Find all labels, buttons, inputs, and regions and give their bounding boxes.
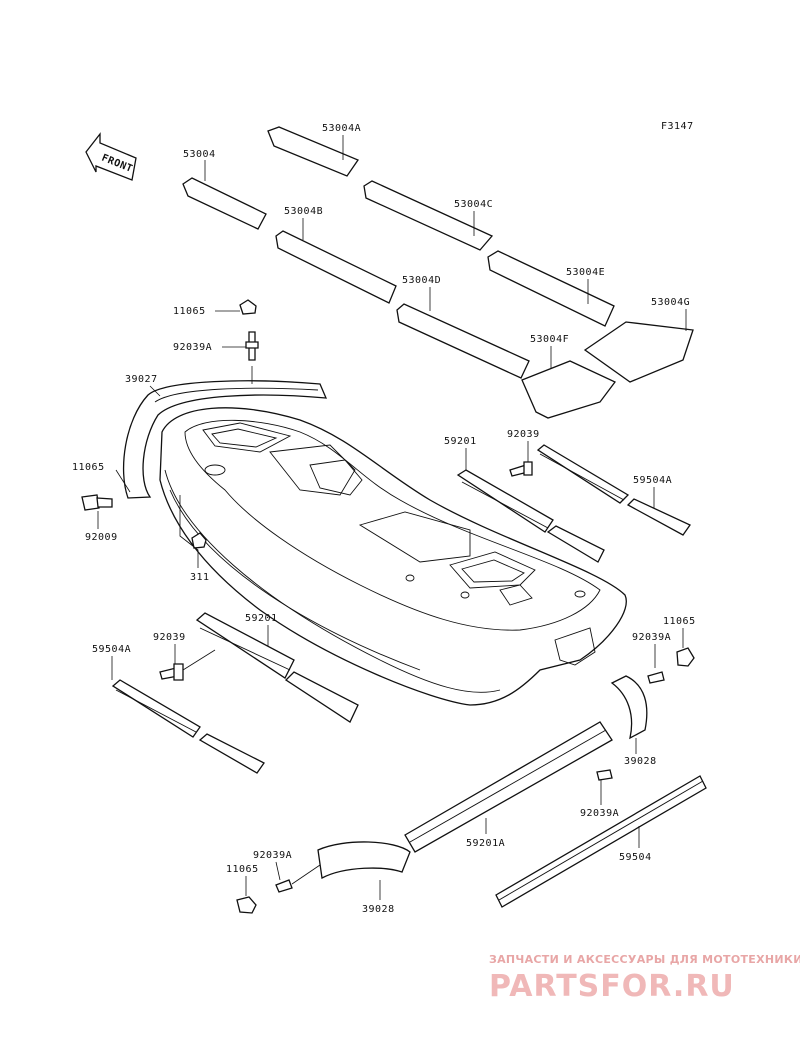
cap-nut-11065-bottom bbox=[236, 896, 257, 914]
bumper-39027 bbox=[122, 380, 328, 499]
label-11065-top: 11065 bbox=[173, 306, 206, 317]
label-92039a-right: 92039A bbox=[632, 632, 671, 643]
label-92039a-top: 92039A bbox=[173, 342, 212, 353]
rail-59201-right-bottom bbox=[546, 525, 605, 563]
bumper-39028-right bbox=[610, 675, 648, 740]
label-53004a: 53004A bbox=[322, 123, 361, 134]
rail-59201a bbox=[404, 721, 613, 853]
mat-53004 bbox=[182, 177, 267, 230]
bolt-92039a-top bbox=[245, 331, 259, 361]
label-59201-left: 59201 bbox=[245, 613, 278, 624]
label-59504: 59504 bbox=[619, 852, 652, 863]
mat-53004c bbox=[363, 180, 494, 251]
bolt-92039a-right bbox=[647, 671, 665, 684]
strip-59504a-left-bottom bbox=[198, 733, 265, 774]
front-arrow-icon: FRONT bbox=[85, 132, 137, 181]
label-92039a-mid: 92039A bbox=[580, 808, 619, 819]
label-53004b: 53004B bbox=[284, 206, 323, 217]
label-39028-bottom: 39028 bbox=[362, 904, 395, 915]
label-53004f: 53004F bbox=[530, 334, 569, 345]
label-11065-right: 11065 bbox=[663, 616, 696, 627]
rail-59201-left-rear bbox=[284, 671, 359, 723]
label-53004: 53004 bbox=[183, 149, 216, 160]
watermark-tagline: ЗАПЧАСТИ И АКСЕССУАРЫ ДЛЯ МОТОТЕХНИКИ bbox=[489, 953, 800, 966]
watermark-brand: PARTSFOR.RU bbox=[489, 969, 735, 1004]
bolt-92039-right bbox=[509, 461, 533, 477]
label-11065-bottom: 11065 bbox=[226, 864, 259, 875]
bolt-92039a-bottom bbox=[275, 879, 293, 893]
label-59201-right: 59201 bbox=[444, 436, 477, 447]
label-92039-right: 92039 bbox=[507, 429, 540, 440]
mat-53004e bbox=[487, 250, 615, 327]
bolt-92039a-mid bbox=[596, 769, 613, 781]
mat-53004g bbox=[583, 321, 694, 383]
label-311: 311 bbox=[190, 572, 210, 583]
label-92039a-bottom: 92039A bbox=[253, 850, 292, 861]
label-59504a-left: 59504A bbox=[92, 644, 131, 655]
rail-59201-left bbox=[195, 612, 295, 679]
cap-nut-11065-right bbox=[676, 647, 695, 667]
strip-59504a-right-top bbox=[536, 444, 630, 504]
mat-53004d bbox=[396, 303, 530, 379]
label-39027: 39027 bbox=[125, 374, 158, 385]
label-92009: 92009 bbox=[85, 532, 118, 543]
plug-92009 bbox=[81, 494, 113, 511]
strip-59504 bbox=[495, 775, 707, 908]
bumper-39028-bottom bbox=[317, 841, 411, 880]
mat-53004f bbox=[521, 360, 617, 419]
label-59201a: 59201A bbox=[466, 838, 505, 849]
hull-deck bbox=[159, 407, 627, 706]
label-53004e: 53004E bbox=[566, 267, 605, 278]
label-59504a-right: 59504A bbox=[633, 475, 672, 486]
bolt-92039-left bbox=[159, 663, 184, 681]
cap-nut-11065-top bbox=[239, 299, 257, 315]
label-92039-left: 92039 bbox=[153, 632, 186, 643]
rail-59201-right bbox=[456, 469, 554, 533]
mat-53004a bbox=[267, 126, 359, 177]
label-39028-right: 39028 bbox=[624, 756, 657, 767]
figure-code: F3147 bbox=[661, 121, 694, 132]
label-11065-left: 11065 bbox=[72, 462, 105, 473]
label-53004g: 53004G bbox=[651, 297, 690, 308]
label-53004d: 53004D bbox=[402, 275, 441, 286]
label-53004c: 53004C bbox=[454, 199, 493, 210]
strip-59504a-left-top bbox=[111, 679, 201, 738]
mat-53004b bbox=[275, 230, 397, 304]
strip-59504a-right-bottom bbox=[626, 498, 691, 536]
